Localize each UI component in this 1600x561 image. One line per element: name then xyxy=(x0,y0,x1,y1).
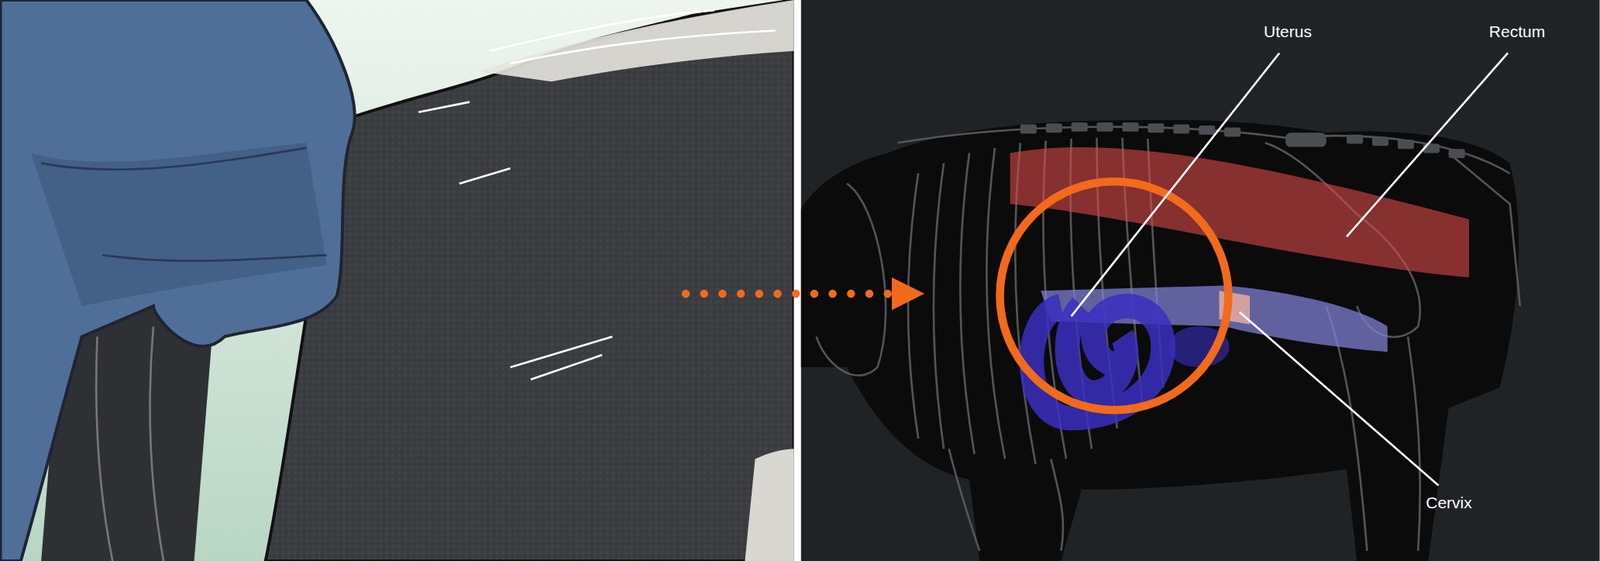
tail-strands xyxy=(489,10,776,63)
part-label: Uterus xyxy=(1263,21,1312,42)
part-label: Cervix xyxy=(1425,492,1473,513)
leader-lines xyxy=(1071,52,1508,486)
uterus-spiral xyxy=(1032,306,1164,419)
right-background xyxy=(801,0,1600,561)
tail-hair xyxy=(479,0,794,82)
sleeve-arm xyxy=(0,0,355,561)
left-background xyxy=(0,0,794,561)
cow-silhouette xyxy=(801,120,1519,561)
part-label: Rectum xyxy=(1489,21,1545,42)
sleeve-fold xyxy=(41,147,327,262)
panel-divider xyxy=(794,0,802,561)
sleeve-shade xyxy=(30,142,327,307)
rectum xyxy=(1010,147,1470,278)
highlight-circle xyxy=(1000,181,1229,410)
dotted-arrow xyxy=(681,277,925,310)
leg-shading xyxy=(96,326,164,561)
skeleton xyxy=(816,127,1521,551)
udder-patch xyxy=(744,448,794,561)
fur-highlight xyxy=(418,102,613,380)
